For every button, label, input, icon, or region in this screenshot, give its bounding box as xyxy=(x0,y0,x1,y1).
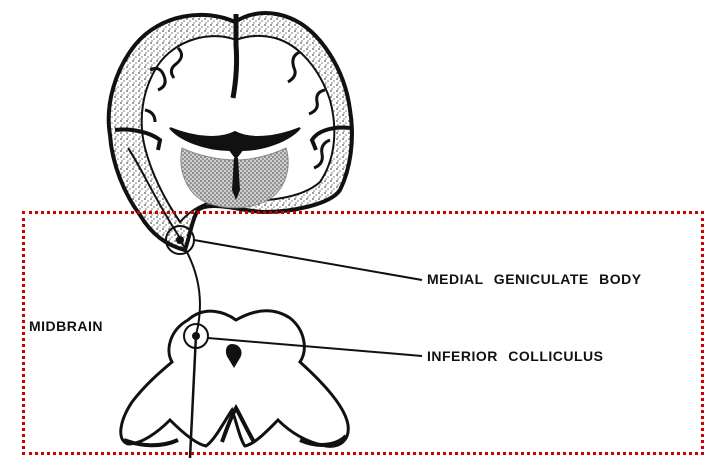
inferior-colliculus-label: INFERIOR COLLICULUS xyxy=(427,348,604,364)
midbrain-highlight-box xyxy=(22,211,704,455)
medial-geniculate-body-label: MEDIAL GENICULATE BODY xyxy=(427,271,642,287)
midbrain-label: MIDBRAIN xyxy=(29,318,103,334)
